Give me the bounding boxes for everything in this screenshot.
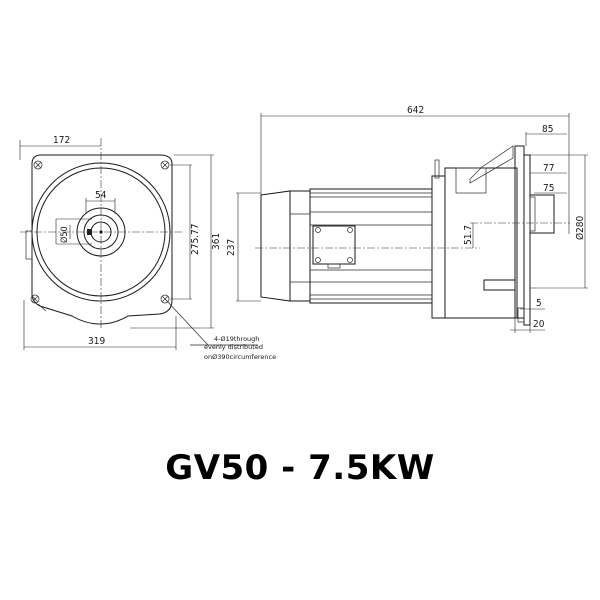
bolt-hole-bl	[30, 294, 40, 304]
model-title: GV50 - 7.5KW	[165, 448, 435, 488]
dim-flange-thickness: 5	[536, 298, 542, 309]
motor-body	[309, 188, 433, 304]
shaft-key	[87, 229, 92, 235]
dim-base-width: 319	[88, 336, 105, 347]
dim-shaft-diameter: Ø50	[59, 226, 70, 243]
dim-width-half: 172	[53, 135, 70, 146]
bolt-hole-tl	[33, 160, 43, 170]
fan-cover	[260, 190, 291, 302]
dim-shaft-length-2: 75	[543, 183, 554, 194]
dim-motor-height: 237	[226, 239, 237, 256]
output-flange	[514, 145, 525, 319]
dim-flange-step: 20	[533, 319, 545, 330]
dim-overall-length: 642	[407, 105, 424, 116]
bottom-stud	[483, 279, 516, 291]
bolt-hole-br	[160, 294, 170, 304]
dim-shaft-length-1: 77	[543, 163, 554, 174]
note-line-3: onØ390circumference	[204, 353, 276, 361]
gearbox-collar	[431, 175, 446, 319]
dim-height: 361	[211, 233, 222, 250]
dim-flange-diameter: Ø280	[574, 215, 586, 240]
side-view: 642 85 77 75 Ø280 237 51.7 5 20	[226, 105, 588, 333]
front-view: 172 54 Ø50 275.77 361 319 4-Ø19through e…	[19, 135, 276, 361]
note-line-1: 4-Ø19through	[214, 335, 259, 343]
terminal-box	[312, 225, 356, 265]
dim-shaft-key: 54	[95, 190, 107, 201]
note-line-2: evenly distributed	[204, 343, 263, 351]
dim-bolt-spacing: 275.77	[190, 224, 201, 255]
note-leader	[165, 299, 209, 346]
dim-shaft-offset: 51.7	[463, 225, 474, 245]
output-shaft	[529, 194, 555, 234]
gearbox-rib	[469, 145, 514, 184]
front-tab	[25, 230, 33, 260]
bolt-hole-tr	[160, 160, 170, 170]
front-flange-outline	[31, 154, 173, 325]
dim-flange-depth: 85	[542, 124, 553, 135]
end-cap	[289, 190, 311, 302]
flange-plate	[523, 154, 531, 326]
